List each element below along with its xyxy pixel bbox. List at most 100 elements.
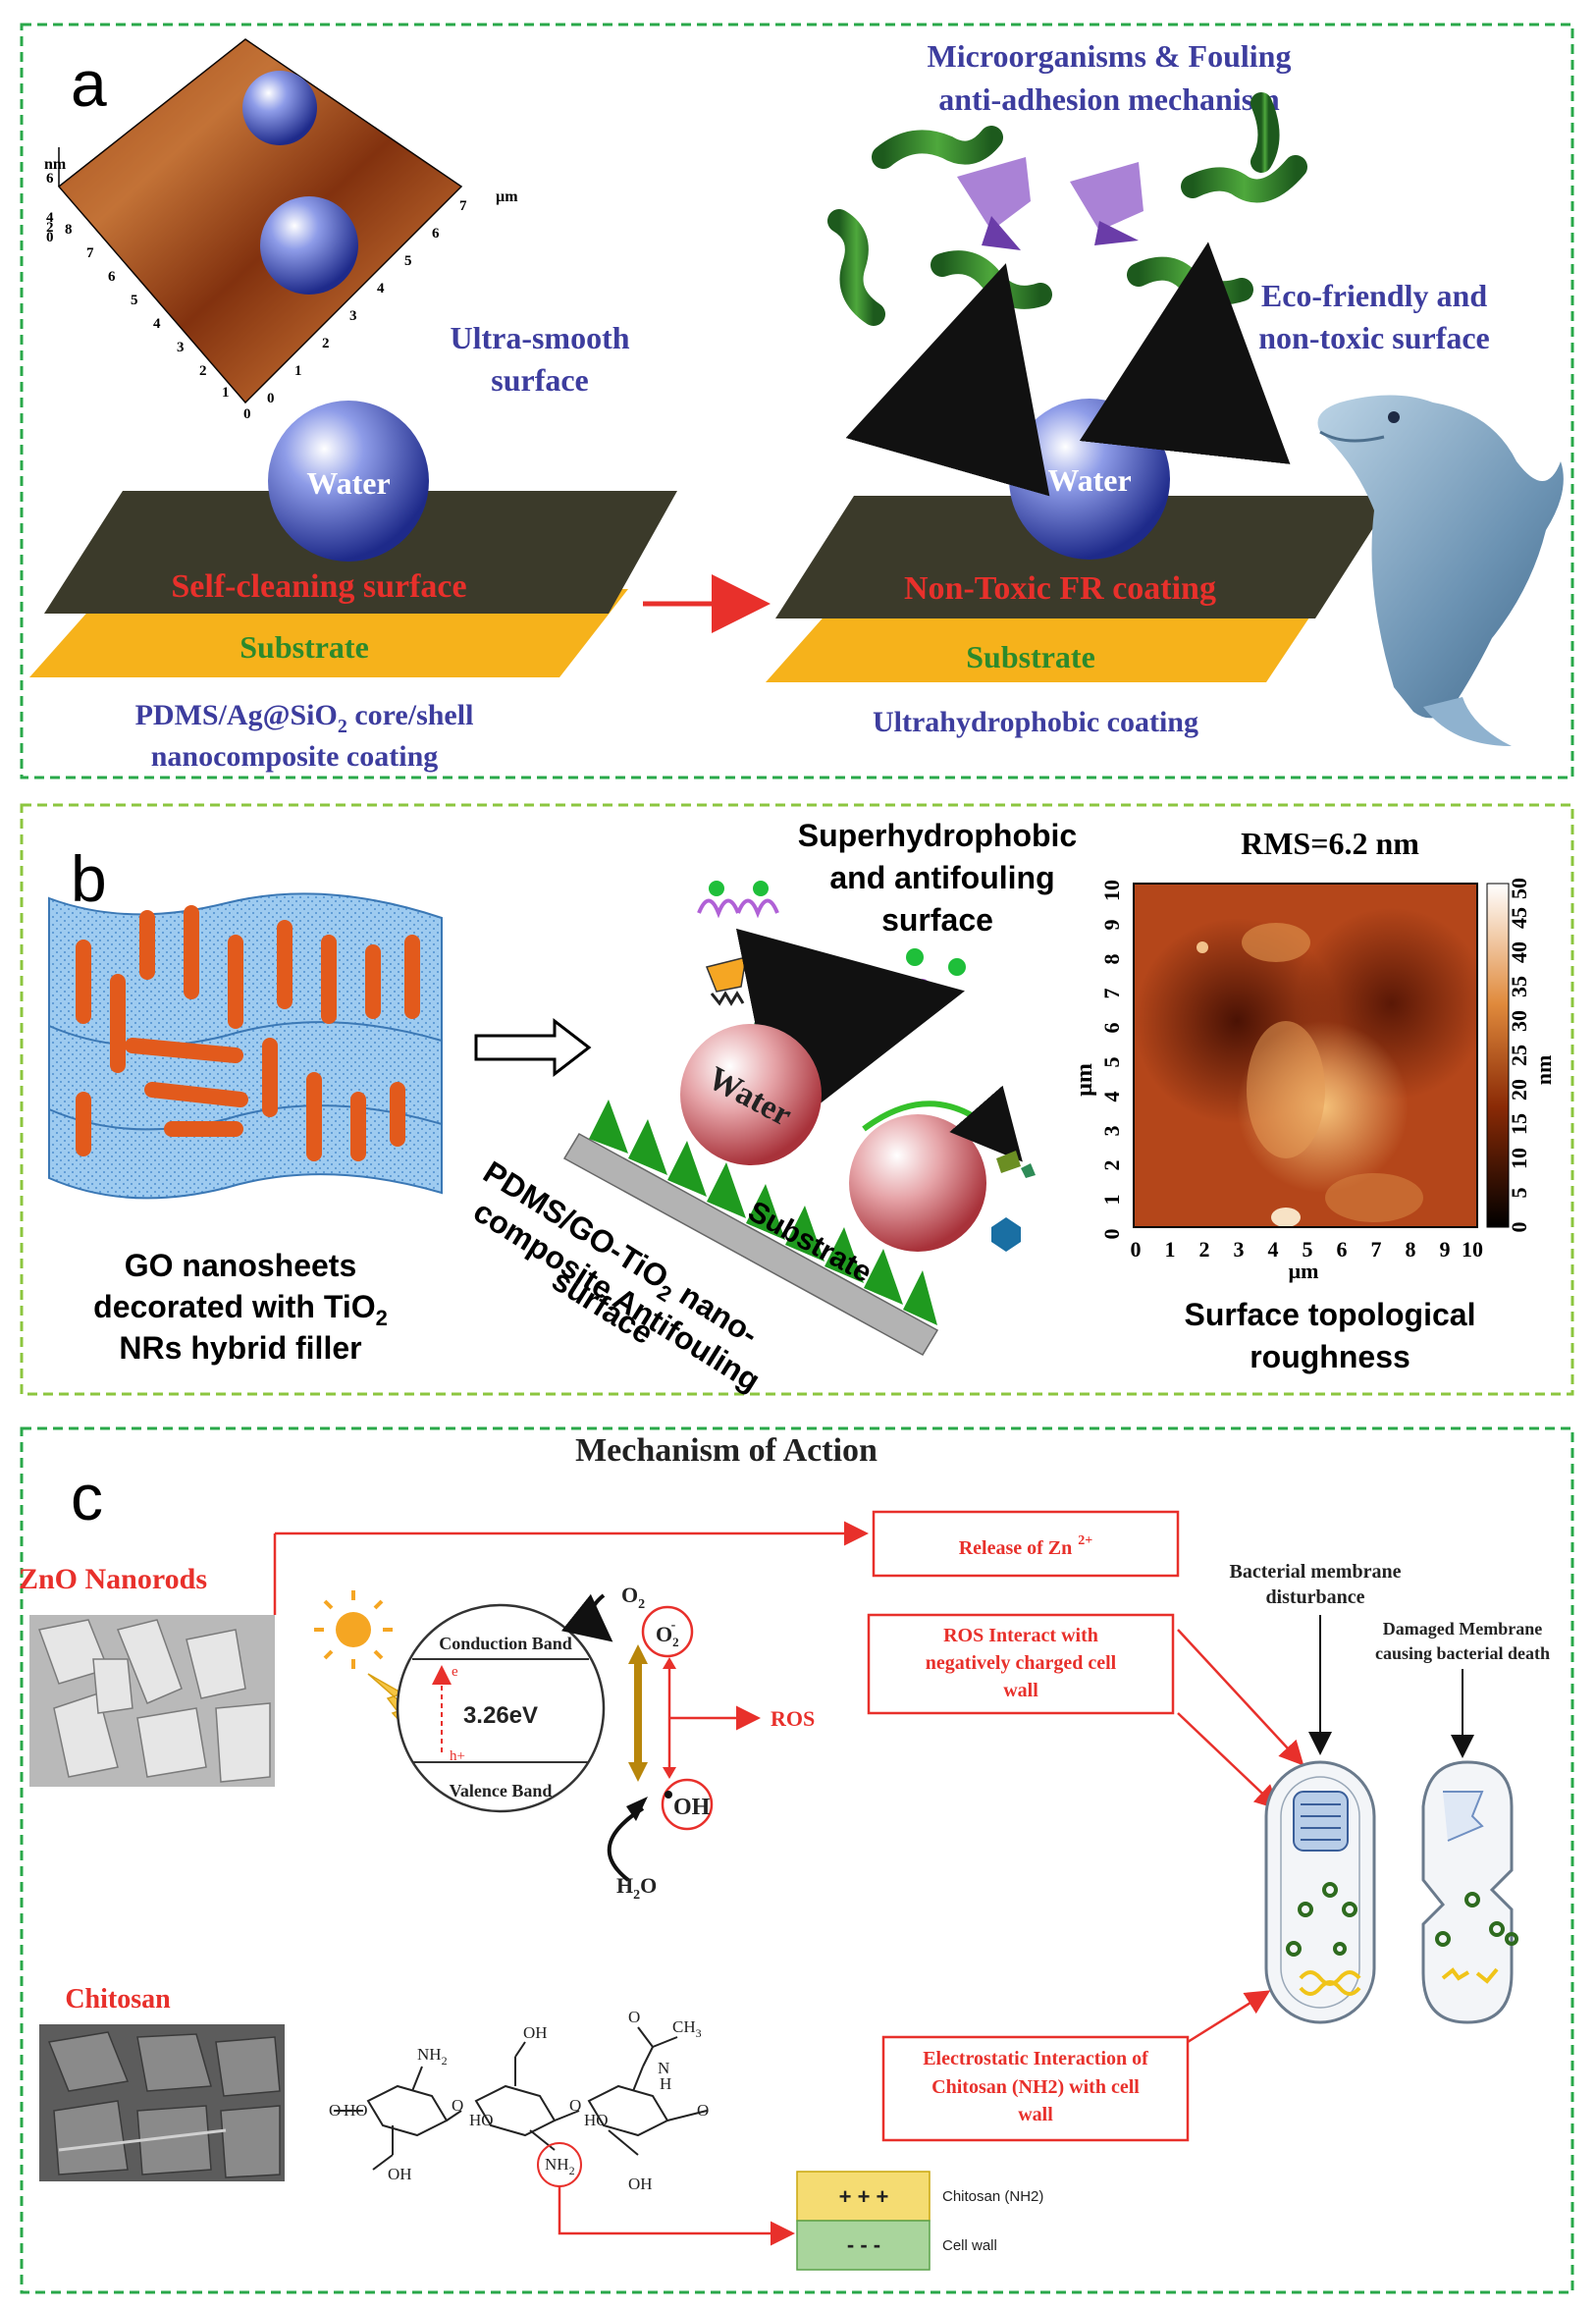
hydroxyl-circle xyxy=(661,1778,714,1831)
pdms-ag-label: PDMS/Ag@SiO2 core/shell xyxy=(135,699,474,737)
afm-x-tick: 1 xyxy=(222,385,230,401)
o2-reduction-arrow xyxy=(560,1593,613,1642)
chem-atom-sub: 3 xyxy=(696,2026,702,2040)
afm-y-tick: 1 xyxy=(294,363,302,379)
conduction-band-label: Conduction Band xyxy=(439,1634,572,1653)
nanocomposite-coating-label: nanocomposite coating xyxy=(151,740,439,773)
ultrahydrophobic-label: Ultrahydrophobic coating xyxy=(873,706,1198,738)
damaged-line1: Damaged Membrane xyxy=(1383,1619,1542,1638)
panel-a-letter: a xyxy=(71,47,107,120)
eco-friendly-label: Eco-friendly and xyxy=(1261,278,1487,313)
chitosan-charge-bar xyxy=(796,2171,931,2222)
afm-y-tick: 8 xyxy=(1099,954,1124,965)
panel-b-letter: b xyxy=(71,842,107,915)
afm-x-tick: 0 xyxy=(1131,1237,1142,1262)
non-toxic-surface-label: non-toxic surface xyxy=(1258,320,1490,355)
hydroxyl-label: OH xyxy=(673,1795,711,1820)
chem-atom: HO xyxy=(584,2111,609,2129)
bacterium-icon xyxy=(1250,92,1280,173)
colorbar xyxy=(1486,883,1510,1228)
afm-x-tick: 8 xyxy=(1406,1237,1416,1262)
chem-atom: OH xyxy=(523,2023,548,2042)
afm-x-tick: 2 xyxy=(199,363,207,379)
dirt-particle xyxy=(996,1151,1021,1173)
colorbar-tick: 15 xyxy=(1507,1113,1531,1135)
water-droplet-left xyxy=(268,401,429,562)
afm-x-tick: 6 xyxy=(108,269,116,285)
release-box xyxy=(872,1510,1180,1578)
chem-atom: OH xyxy=(388,2165,412,2183)
dolphin-icon xyxy=(1317,395,1564,746)
antifouling-label: and antifouling xyxy=(829,860,1054,895)
colorbar-tick: 10 xyxy=(1507,1148,1531,1169)
go-label-line1: GO nanosheets xyxy=(125,1248,357,1283)
afm-x-tick: 7 xyxy=(1371,1237,1382,1262)
dirt-particle xyxy=(1021,1163,1036,1178)
afm-z-unit: nm xyxy=(44,156,67,173)
zno-sem-image xyxy=(29,1615,275,1787)
colorbar-ticks: 0 5 10 15 20 25 30 35 40 45 50 xyxy=(1507,878,1531,1233)
bacterium-icon xyxy=(872,126,1003,169)
panel-c-letter: c xyxy=(71,1461,103,1533)
chem-atom: O xyxy=(452,2096,463,2115)
mechanism-title: Mechanism of Action xyxy=(575,1432,878,1469)
afm-x-tick: 3 xyxy=(177,340,185,355)
water-label-left: Water xyxy=(306,465,390,501)
chem-atom: O xyxy=(569,2096,581,2115)
bacteria-group xyxy=(827,92,1307,326)
afm-x-tick: 7 xyxy=(86,245,94,261)
superoxide-label: O2- xyxy=(656,1618,679,1649)
o2-sub: 2 xyxy=(638,1597,645,1612)
nh2-to-cellwall-arrow xyxy=(558,2186,795,2246)
rms-label: RMS=6.2 nm xyxy=(1241,826,1419,861)
o2-label: O2 xyxy=(621,1583,645,1612)
bacterium-icon xyxy=(827,209,885,326)
afm-y-tick: 3 xyxy=(1099,1126,1124,1137)
pdms-ag-tail: core/shell xyxy=(347,699,474,731)
rolling-arrow xyxy=(862,1085,1023,1162)
afm-y-tick: 1 xyxy=(1099,1195,1124,1206)
barnacle-icon xyxy=(982,216,1021,250)
bacterium-damaged-icon xyxy=(1421,1760,1518,2024)
superoxide-circle xyxy=(641,1605,694,1658)
colorbar-tick: 25 xyxy=(1507,1045,1531,1066)
bacterium-icon xyxy=(1127,256,1253,305)
afm-z-tick: 4 xyxy=(46,210,54,226)
bacterial-membrane-line1: Bacterial membrane xyxy=(1230,1561,1402,1583)
cellwall-charge-bar xyxy=(796,2220,931,2271)
afm-y-tick: 6 xyxy=(1099,1023,1124,1034)
superoxide-text: O xyxy=(656,1622,672,1646)
afm-y-tick: 0 xyxy=(1099,1229,1124,1240)
release-sup: 2+ xyxy=(1078,1533,1092,1548)
microorganisms-label: Microorganisms & Fouling xyxy=(928,38,1292,74)
bacterium-icon xyxy=(931,250,1052,309)
colorbar-tick: 40 xyxy=(1507,941,1531,963)
superoxide-sup: - xyxy=(671,1618,676,1633)
surface-topo-label: Surface topological xyxy=(1185,1297,1476,1332)
chitosan-structure xyxy=(334,2026,708,2171)
pdms-ag-text: PDMS/Ag@SiO xyxy=(135,699,338,731)
repel-arrow-right xyxy=(1079,242,1291,464)
water-label-right: Water xyxy=(1047,462,1131,498)
h2o-sub: 2 xyxy=(633,1888,640,1903)
valence-band-label: Valence Band xyxy=(450,1781,553,1800)
colorbar-tick: 50 xyxy=(1507,878,1531,899)
barnacle-icons xyxy=(957,157,1144,250)
chem-atom: CH3 xyxy=(672,2017,702,2040)
afm-x-tick: 5 xyxy=(131,293,138,308)
panel-b-frame xyxy=(20,803,1574,1396)
surface-label: surface xyxy=(881,902,993,938)
afm-image-a: nm 6 4 2 0 8 7 6 5 4 3 2 1 0 0 1 2 xyxy=(44,38,518,422)
cell-wall-label: Cell wall xyxy=(942,2237,997,2254)
tio2-nanorod xyxy=(144,1082,248,1107)
electrostatic-arrow xyxy=(1187,1990,1271,2044)
o2-text: O xyxy=(621,1583,638,1607)
band-diagram: Conduction Band Valence Band 3.26eV e h+ xyxy=(396,1603,606,1813)
droplet-small xyxy=(260,196,358,295)
chem-atom: HO xyxy=(344,2101,368,2120)
panel-c: Mechanism of Action c ZnO Nanorods xyxy=(19,1426,1574,2294)
go-label-sub: 2 xyxy=(376,1306,388,1330)
electrostatic-line3: wall xyxy=(1018,2104,1053,2125)
damaged-line2: causing bacterial death xyxy=(1375,1643,1550,1663)
